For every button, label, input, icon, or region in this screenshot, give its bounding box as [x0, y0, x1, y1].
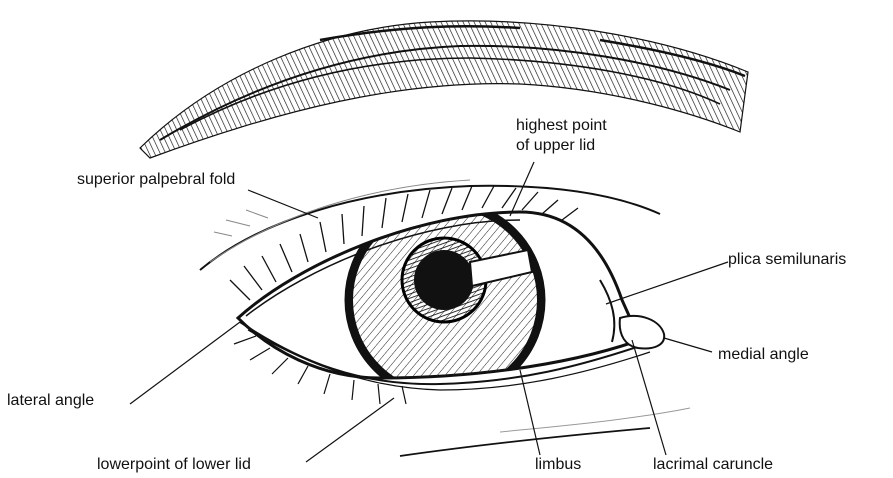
leader-lateral-angle	[130, 322, 240, 404]
lower-crease	[400, 408, 690, 456]
leader-highest-point	[510, 162, 534, 216]
leader-lacrimal-caruncle	[632, 340, 666, 455]
label-lateral-angle: lateral angle	[7, 391, 94, 411]
label-medial-angle: medial angle	[718, 345, 809, 365]
leader-lowerpoint	[306, 398, 394, 462]
label-lowerpoint-of-lower-lid: lowerpoint of lower lid	[97, 455, 251, 475]
leader-medial-angle	[664, 338, 712, 352]
leader-plica	[606, 262, 728, 304]
label-plica-semilunaris: plica semilunaris	[728, 250, 846, 270]
label-highest-point: highest point of upper lid	[516, 116, 607, 156]
eyebrow-drawing	[140, 21, 748, 158]
label-superior-palpebral-fold: superior palpebral fold	[77, 170, 235, 190]
leader-superior-fold	[248, 190, 318, 218]
label-lacrimal-caruncle: lacrimal caruncle	[653, 455, 773, 475]
label-limbus: limbus	[535, 455, 581, 475]
